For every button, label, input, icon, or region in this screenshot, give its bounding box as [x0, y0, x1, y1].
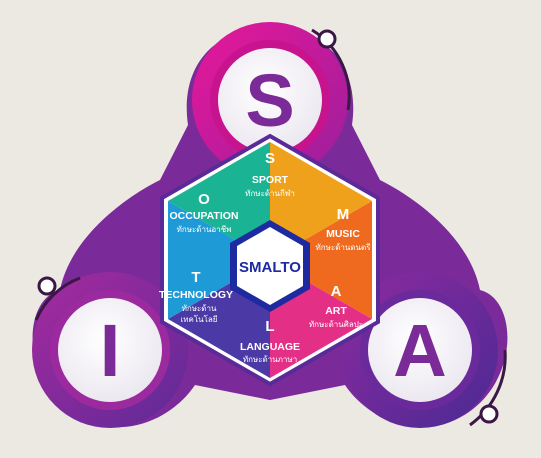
segment-occupation: [168, 142, 270, 260]
center-label: SMALTO: [239, 259, 301, 276]
big-letter-s: S: [245, 59, 294, 142]
segment-label-language: L LANGUAGE ทักษะด้านภาษา: [240, 318, 300, 364]
segment-sub-language: ทักษะด้านภาษา: [243, 355, 297, 364]
top-circle-s: S: [192, 22, 351, 178]
segment-label-music: M MUSIC ทักษะด้านดนตรี: [316, 206, 372, 252]
segment-sub-sport: ทักษะด้านกีฬา: [245, 189, 295, 198]
segment-letter-sport: S: [265, 150, 275, 167]
segment-sport: [270, 142, 372, 260]
segment-label-occupation: O OCCUPATION ทักษะด้านอาชีพ: [169, 191, 238, 234]
center-hexagon: SMALTO: [230, 220, 310, 312]
segment-name-music: MUSIC: [326, 228, 360, 240]
segment-letter-music: M: [337, 206, 350, 223]
big-letter-a: A: [393, 309, 446, 392]
segment-label-sport: S SPORT ทักษะด้านกีฬา: [245, 150, 295, 198]
segment-name-occupation: OCCUPATION: [169, 210, 238, 222]
segment-label-technology: T TECHNOLOGY ทักษะด้าน เทคโนโลยี: [159, 269, 233, 324]
segment-technology: [168, 201, 270, 319]
segment-sub-art: ทักษะด้านศิลปะ: [309, 320, 363, 329]
segment-name-technology: TECHNOLOGY: [159, 289, 233, 301]
segment-letter-occupation: O: [198, 191, 210, 208]
segment-letter-art: A: [331, 283, 342, 300]
segment-letter-language: L: [265, 318, 274, 335]
left-circle-i: I: [32, 272, 188, 428]
big-letter-i: I: [100, 309, 121, 392]
right-circle-a: A: [342, 272, 507, 428]
segment-name-sport: SPORT: [252, 174, 289, 186]
segment-sub-occupation: ทักษะด้านอาชีพ: [177, 225, 232, 234]
segment-sub-technology-2: เทคโนโลยี: [180, 314, 217, 324]
segment-letter-technology: T: [191, 269, 200, 286]
segment-sub-technology-1: ทักษะด้าน: [182, 304, 217, 313]
segment-music: [270, 201, 372, 319]
segment-name-art: ART: [325, 305, 347, 317]
segment-name-language: LANGUAGE: [240, 341, 300, 353]
segment-sub-music: ทักษะด้านดนตรี: [316, 243, 372, 252]
segment-label-art: A ART ทักษะด้านศิลปะ: [309, 283, 363, 329]
